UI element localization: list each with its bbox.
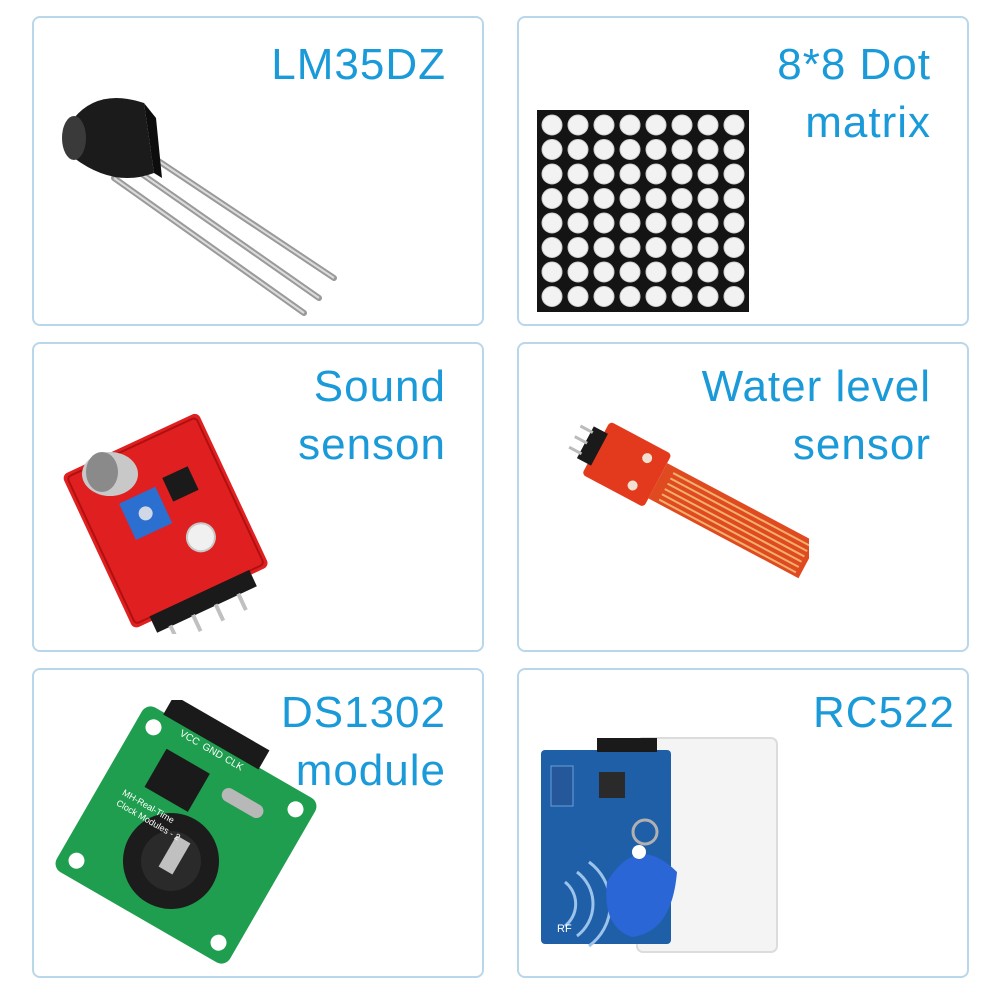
led-dot [697, 114, 719, 136]
led-dot [723, 286, 745, 307]
led-dot [671, 212, 693, 234]
led-dot [541, 139, 563, 160]
led-dot [645, 188, 667, 209]
temperature-sensor-icon [62, 98, 337, 316]
card-ds1302: DS1302 module VCC GND CLK MH-Real-Time C… [32, 668, 484, 978]
led-dot [567, 212, 589, 234]
led-dot [671, 114, 693, 136]
led-dot [697, 139, 719, 160]
led-dot [697, 261, 719, 283]
led-dot [697, 237, 719, 258]
led-dot [593, 286, 615, 307]
led-dot [645, 114, 667, 136]
led-dot [723, 114, 745, 136]
led-dot [593, 139, 615, 160]
led-dot [541, 237, 563, 258]
led-dot [567, 114, 589, 136]
led-dot [567, 188, 589, 209]
led-dot [619, 212, 641, 234]
card-title-line: DS1302 [280, 688, 446, 737]
card-title: Water level sensor [702, 358, 931, 474]
led-dot [645, 139, 667, 160]
card-dot-matrix: 8*8 Dot matrix [517, 16, 969, 326]
led-dot [541, 188, 563, 209]
led-dot [541, 261, 563, 283]
led-dot [671, 139, 693, 160]
led-dot [619, 163, 641, 185]
key-ring [631, 818, 659, 846]
card-title-line: matrix [805, 98, 931, 147]
led-dot [593, 114, 615, 136]
card-title-line: Water level [701, 362, 931, 411]
card-sound-sensor: Sound senson [32, 342, 484, 652]
led-dot [567, 163, 589, 185]
rfid-reader-icon: RF [541, 737, 778, 953]
led-dot [541, 286, 563, 307]
led-dot [723, 163, 745, 185]
led-dot [671, 237, 693, 258]
led-dot [593, 163, 615, 185]
led-dot-matrix-icon [537, 110, 749, 312]
led-dot [593, 261, 615, 283]
card-title-line: module [295, 746, 446, 795]
led-dot [723, 237, 745, 258]
led-dot [697, 286, 719, 307]
led-dot [645, 237, 667, 258]
led-dot [671, 188, 693, 209]
rtc-module-icon: VCC GND CLK MH-Real-Time Clock Modules -… [55, 700, 317, 964]
led-dot [671, 286, 693, 307]
led-dot [541, 163, 563, 185]
card-title-line: sensor [792, 420, 931, 469]
led-dot [671, 163, 693, 185]
led-dot [671, 261, 693, 283]
led-dot [697, 188, 719, 209]
led-dot [567, 139, 589, 160]
led-dot [593, 237, 615, 258]
led-dot [723, 188, 745, 209]
led-dot [567, 237, 589, 258]
led-dot [567, 261, 589, 283]
card-title: DS1302 module [281, 684, 446, 800]
led-dot [723, 261, 745, 283]
led-dot [723, 139, 745, 160]
led-dot [645, 261, 667, 283]
card-title: LM35DZ [271, 36, 446, 94]
rfid-key-fob [606, 854, 677, 937]
led-dot [619, 237, 641, 258]
led-dot [645, 286, 667, 307]
led-dot [697, 163, 719, 185]
led-dot [593, 188, 615, 209]
card-water-level: Water level sensor [517, 342, 969, 652]
card-title: RC522 [813, 684, 955, 742]
led-dot [567, 286, 589, 307]
led-dot [619, 261, 641, 283]
led-dot [619, 139, 641, 160]
card-lm35dz: LM35DZ [32, 16, 484, 326]
card-title-line: LM35DZ [271, 40, 446, 89]
card-title-line: senson [298, 420, 446, 469]
sound-sensor-module-icon [63, 413, 268, 634]
card-title-line: RC522 [813, 688, 955, 737]
led-dot [619, 114, 641, 136]
led-dot [619, 188, 641, 209]
led-dot [541, 114, 563, 136]
water-level-sensor-icon [568, 422, 809, 579]
card-title: Sound senson [298, 358, 446, 474]
led-dot [619, 286, 641, 307]
led-dot [645, 212, 667, 234]
led-dot [645, 163, 667, 185]
card-title-line: 8*8 Dot [777, 40, 931, 89]
led-dot [541, 212, 563, 234]
card-title: 8*8 Dot matrix [777, 36, 931, 152]
led-dot [723, 212, 745, 234]
led-dot [593, 212, 615, 234]
card-rc522: RC522 RF [517, 668, 969, 978]
rf-label: RF [557, 923, 572, 935]
led-dot [697, 212, 719, 234]
card-title-line: Sound [313, 362, 446, 411]
